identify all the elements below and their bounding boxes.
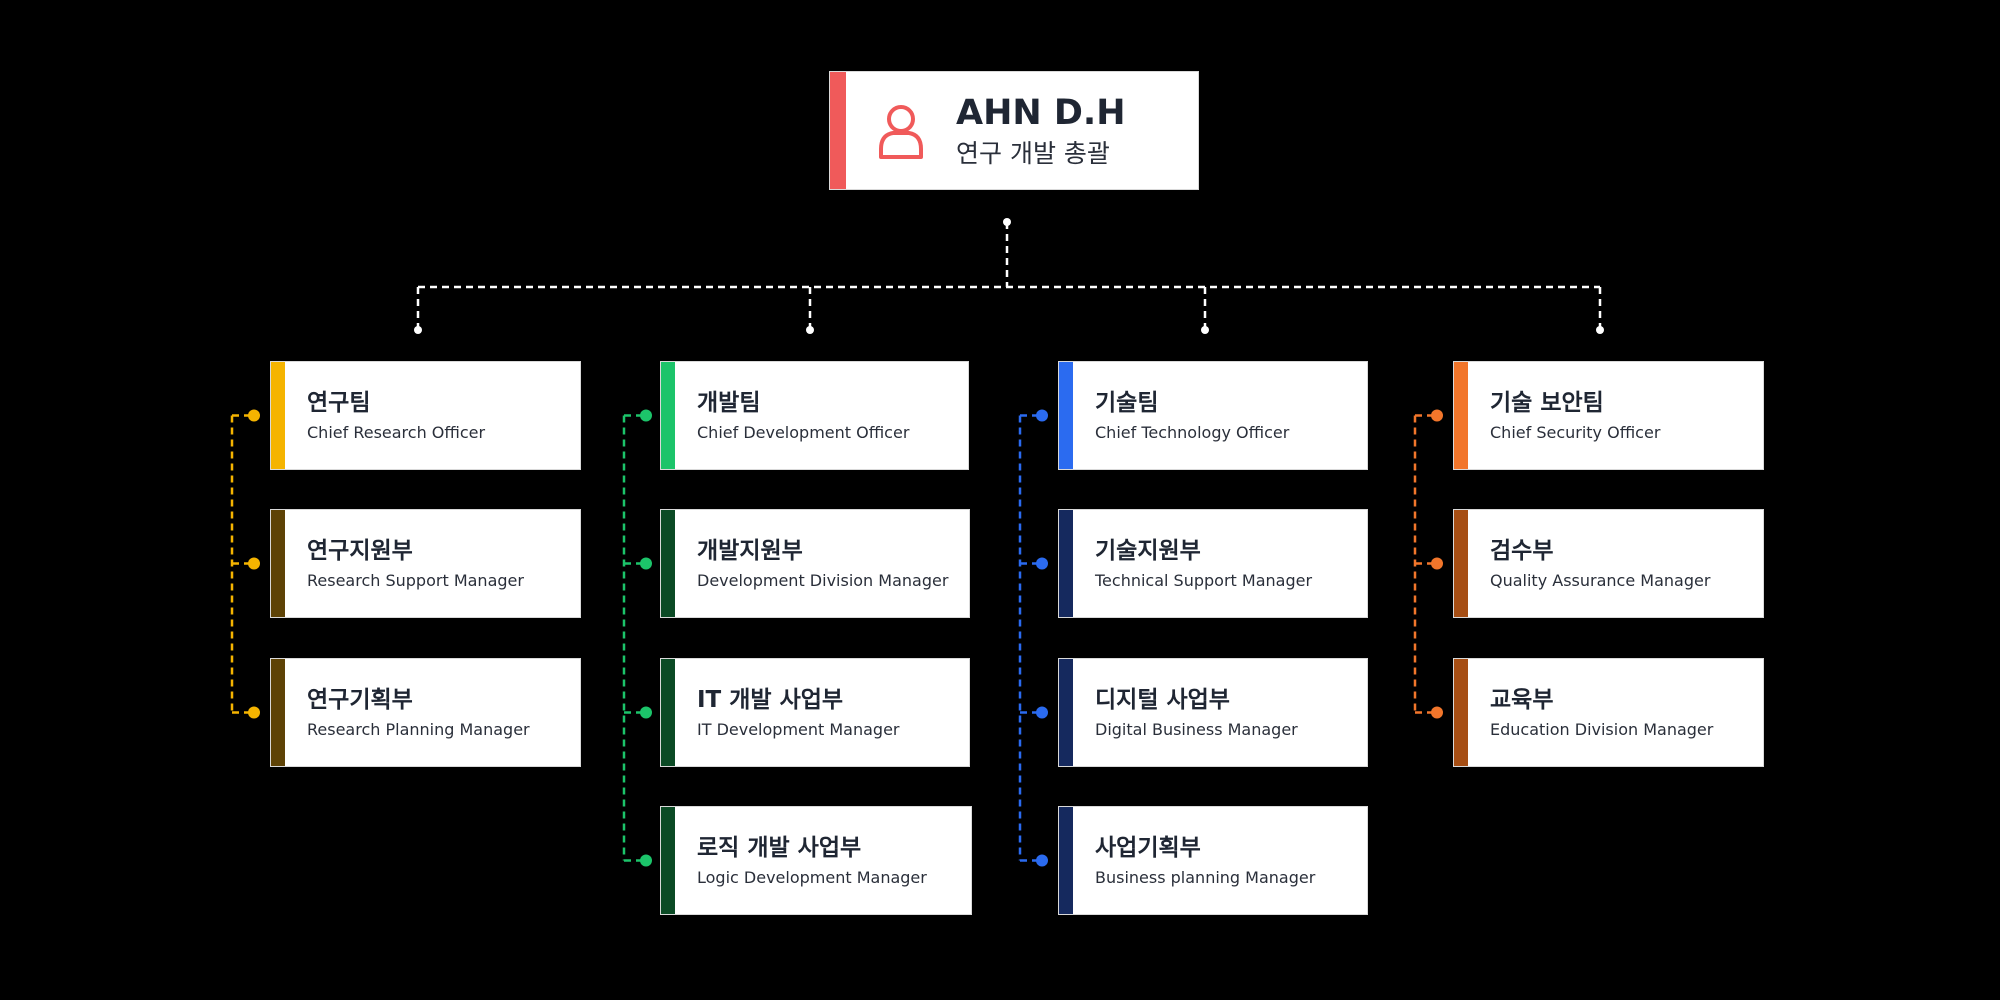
card-subtitle: Chief Research Officer <box>307 422 486 442</box>
card-accent-bar <box>271 362 285 469</box>
team-bracket-dot <box>248 557 260 570</box>
card-subtitle: Chief Technology Officer <box>1095 422 1290 442</box>
card-accent-bar <box>1454 362 1468 469</box>
card-title: 개발지원부 <box>697 537 803 564</box>
head-accent-bar <box>830 72 846 189</box>
team-bracket-dot <box>1036 854 1048 867</box>
team-bracket-dot <box>1431 706 1443 719</box>
division-card-research: 연구기획부 Research Planning Manager <box>270 658 581 767</box>
team-bracket-dot <box>1431 409 1443 422</box>
division-card-security: 교육부 Education Division Manager <box>1453 658 1764 767</box>
division-card-security: 검수부 Quality Assurance Manager <box>1453 509 1764 618</box>
card-title: 사업기획부 <box>1095 834 1201 861</box>
card-title: IT 개발 사업부 <box>697 686 844 713</box>
head-connector-dot <box>1003 218 1011 226</box>
card-subtitle: Logic Development Manager <box>697 867 927 887</box>
head-card: AHN D.H 연구 개발 총괄 <box>829 71 1199 190</box>
card-subtitle: Digital Business Manager <box>1095 719 1298 739</box>
card-title: 교육부 <box>1490 686 1554 713</box>
team-bracket-dot <box>1036 557 1048 570</box>
card-title: 기술팀 <box>1095 389 1159 416</box>
card-accent-bar <box>1454 659 1468 766</box>
card-subtitle: Quality Assurance Manager <box>1490 570 1711 590</box>
card-title: 연구팀 <box>307 389 371 416</box>
division-card-technology: 사업기획부 Business planning Manager <box>1058 806 1368 915</box>
card-accent-bar <box>1059 510 1073 617</box>
team-bracket-dot <box>248 409 260 422</box>
card-accent-bar <box>1454 510 1468 617</box>
card-accent-bar <box>1059 362 1073 469</box>
card-accent-bar <box>271 510 285 617</box>
card-title: 디지털 사업부 <box>1095 686 1230 713</box>
card-accent-bar <box>661 510 675 617</box>
card-accent-bar <box>661 362 675 469</box>
card-title: 개발팀 <box>697 389 761 416</box>
card-accent-bar <box>661 807 675 914</box>
card-subtitle: Development Division Manager <box>697 570 949 590</box>
card-title: 검수부 <box>1490 537 1554 564</box>
team-bracket-dot <box>248 706 260 719</box>
head-role: 연구 개발 총괄 <box>956 138 1110 168</box>
division-card-technology: 디지털 사업부 Digital Business Manager <box>1058 658 1368 767</box>
head-name: AHN D.H <box>956 92 1126 133</box>
card-accent-bar <box>1059 807 1073 914</box>
branch-drop-dot <box>806 326 814 334</box>
team-bracket-dot <box>1431 557 1443 570</box>
card-title: 기술 보안팀 <box>1490 389 1604 416</box>
team-lead-card-development: 개발팀 Chief Development Officer <box>660 361 969 470</box>
card-subtitle: Education Division Manager <box>1490 719 1714 739</box>
team-bracket-dot <box>640 557 652 570</box>
card-subtitle: Chief Development Officer <box>697 422 910 442</box>
division-card-development: 개발지원부 Development Division Manager <box>660 509 970 618</box>
team-lead-card-technology: 기술팀 Chief Technology Officer <box>1058 361 1368 470</box>
team-bracket-dot <box>640 854 652 867</box>
division-card-research: 연구지원부 Research Support Manager <box>270 509 581 618</box>
team-bracket-dot <box>1036 706 1048 719</box>
card-accent-bar <box>1059 659 1073 766</box>
card-title: 로직 개발 사업부 <box>697 834 862 861</box>
card-accent-bar <box>661 659 675 766</box>
branch-drop-dot <box>414 326 422 334</box>
team-lead-card-security: 기술 보안팀 Chief Security Officer <box>1453 361 1764 470</box>
card-title: 연구지원부 <box>307 537 413 564</box>
card-subtitle: Business planning Manager <box>1095 867 1316 887</box>
card-subtitle: IT Development Manager <box>697 719 900 739</box>
team-lead-card-research: 연구팀 Chief Research Officer <box>270 361 581 470</box>
card-subtitle: Chief Security Officer <box>1490 422 1661 442</box>
team-bracket-dot <box>1036 409 1048 422</box>
card-subtitle: Research Support Manager <box>307 570 524 590</box>
card-subtitle: Technical Support Manager <box>1095 570 1313 590</box>
branch-drop-dot <box>1596 326 1604 334</box>
card-subtitle: Research Planning Manager <box>307 719 530 739</box>
branch-drop-dot <box>1201 326 1209 334</box>
division-card-development: 로직 개발 사업부 Logic Development Manager <box>660 806 972 915</box>
team-bracket-dot <box>640 706 652 719</box>
division-card-technology: 기술지원부 Technical Support Manager <box>1058 509 1368 618</box>
team-bracket-dot <box>640 409 652 422</box>
card-title: 연구기획부 <box>307 686 413 713</box>
card-accent-bar <box>271 659 285 766</box>
division-card-development: IT 개발 사업부 IT Development Manager <box>660 658 970 767</box>
card-title: 기술지원부 <box>1095 537 1201 564</box>
person-icon <box>846 72 956 189</box>
